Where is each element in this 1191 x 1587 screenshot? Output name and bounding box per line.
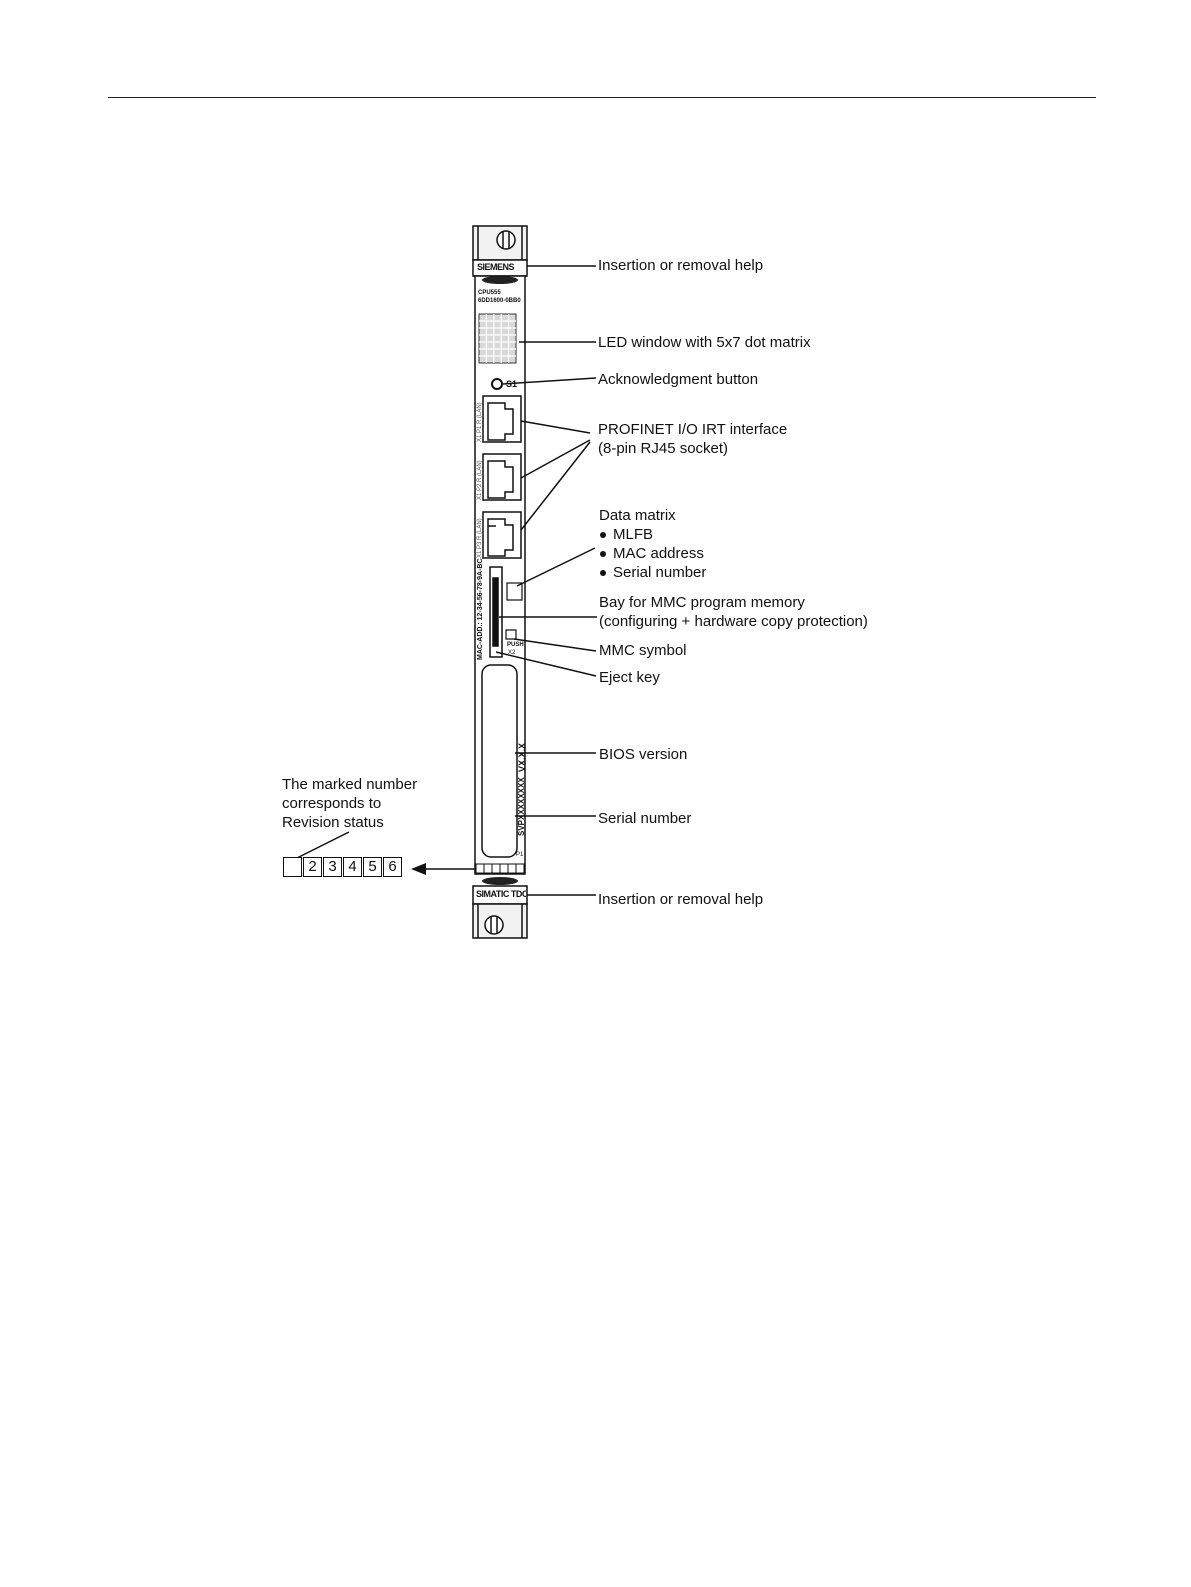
page-header-rule	[108, 97, 1096, 98]
button-label-s1: S1	[506, 379, 518, 389]
model-line1: CPU555	[478, 290, 501, 296]
top-handle-shadow	[482, 276, 518, 284]
mac-address-label: MAC-ADD.: 12-34-56-78-9A-BC	[477, 558, 484, 660]
mmc-symbol-icon	[505, 629, 517, 640]
data-matrix-item-mlfb: MLFB	[613, 526, 654, 543]
callout-mmc-symbol: MMC symbol	[599, 642, 687, 659]
revision-note-line1: The marked number	[282, 776, 418, 793]
bullet-icon	[600, 532, 606, 538]
serial-number-text: SVPXXXXXXXX	[517, 777, 526, 836]
callout-data-matrix-title: Data matrix	[599, 507, 676, 524]
callout-serial-number: Serial number	[598, 810, 692, 827]
callout-mmc-bay-line2: (configuring + hardware copy protection)	[599, 613, 868, 630]
brand-top-label: SIEMENS	[477, 262, 515, 272]
rj45-port-3	[482, 511, 522, 559]
mmc-bay[interactable]	[489, 566, 503, 658]
push-label: PUSH	[507, 642, 524, 648]
callout-led-window: LED window with 5x7 dot matrix	[598, 334, 811, 351]
callout-profinet-line1: PROFINET I/O IRT interface	[598, 421, 788, 438]
data-matrix-code	[506, 582, 523, 601]
bullet-icon	[600, 551, 606, 557]
bottom-handle-shadow	[482, 877, 518, 885]
revision-box-2: 2	[303, 857, 322, 877]
revision-box-4: 4	[343, 857, 362, 877]
rj45-port-1	[482, 395, 522, 443]
acknowledgment-button[interactable]	[491, 378, 503, 390]
revision-box-1: 1	[283, 857, 302, 877]
brand-bottom-label: SIMATIC TDC	[476, 889, 526, 899]
callout-mmc-bay-line1: Bay for MMC program memory	[599, 594, 805, 611]
model-line2: 6DD1600-0BB0	[478, 298, 521, 304]
leader-lines	[290, 265, 597, 896]
callout-profinet-line2: (8-pin RJ45 socket)	[598, 440, 729, 457]
revision-note-line2: corresponds to	[282, 795, 382, 812]
port-label-3: X1 P3 R (LAN)	[477, 518, 483, 558]
port-label-1: X1 P1 R (LAN)	[477, 402, 483, 442]
top-screw-icon	[496, 230, 516, 250]
revision-box-6: 6	[383, 857, 402, 877]
rj45-port-2	[482, 453, 522, 501]
bottom-screw-icon	[484, 915, 504, 935]
led-matrix-window	[478, 313, 517, 364]
port-label-2: X1 P2 R (LAN)	[477, 460, 483, 500]
front-label-p1: P1	[516, 852, 524, 858]
callout-insertion-bottom: Insertion or removal help	[598, 891, 764, 908]
data-matrix-item-mac: MAC address	[613, 545, 704, 562]
callout-eject-key: Eject key	[599, 669, 660, 686]
bullet-icon	[600, 570, 606, 576]
callout-ack-button: Acknowledgment button	[598, 371, 759, 388]
label-field	[481, 664, 518, 858]
revision-note-line3: Revision status	[282, 814, 384, 831]
slot-label: X2	[508, 650, 516, 656]
revision-box-5: 5	[363, 857, 382, 877]
callout-insertion-top: Insertion or removal help	[598, 257, 764, 274]
revision-strip	[475, 863, 525, 874]
data-matrix-item-serial: Serial number	[613, 564, 707, 581]
revision-arrow-icon	[411, 863, 426, 875]
callout-bios-version: BIOS version	[599, 746, 688, 763]
revision-box-3: 3	[323, 857, 342, 877]
bios-version-text: VX.X.X	[517, 742, 527, 772]
